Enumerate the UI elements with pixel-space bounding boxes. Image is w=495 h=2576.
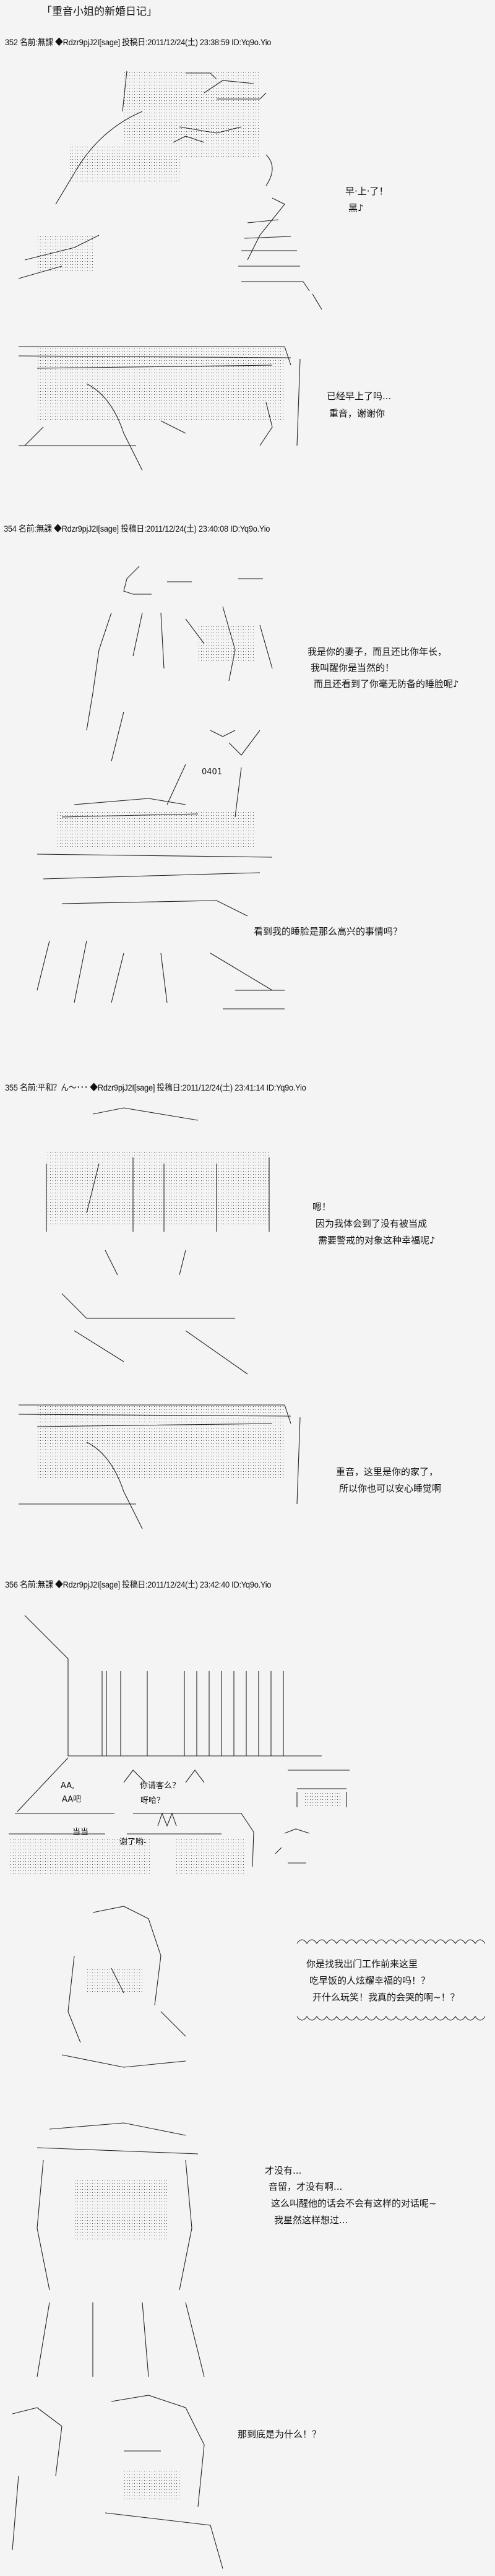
speech-line: 才没有... [265,2165,302,2176]
post-header-352: 352 名前:無課 ◆Rdzr9pjJ2I[sage] 投稿日:2011/12/… [5,37,272,47]
speech-line: 你是找我出门工作前来这里 [306,1958,418,1969]
art-kasane-thinking [37,2122,205,2377]
speech-line: 而且还看到了你毫无防备的睡脸呢♪ [314,678,459,689]
art-close-face [37,798,285,1009]
speech-bubble-bottom-edge [296,2016,486,2021]
speech-line: 开什么玩笑！我真的会哭的啊~！？ [312,1992,460,2003]
speech-line: 已经早上了吗... [327,391,392,402]
speech-line: 需要警戒的对象这种幸福呢♪ [318,1235,436,1246]
scene-text: 当当 [72,1828,89,1837]
art-two-characters [12,2395,223,2569]
post-header-355: 355 名前:平和？ん～･･･ ◆Rdzr9pjJ2I[sage] 投稿日:20… [5,1083,306,1092]
art-kasane-happy [46,1107,270,1375]
speech-line: 所以你也可以安心睡觉啊 [339,1483,442,1494]
speech-line: 重音，这里是你的家了， [336,1466,439,1477]
speech-line: 我星然这样想过... [274,2215,348,2226]
art-lying-down [18,346,301,471]
scene-text: 谢了哟- [119,1838,147,1847]
speech-line: 黑♪ [348,202,364,214]
scene-text: 你请客么？ [140,1781,181,1791]
speech-line: 早·上·了！ [345,186,389,197]
speech-line: 看到我的睡脸是那么高兴的事情吗？ [254,926,403,937]
scene-text: 呀哈？ [140,1796,165,1805]
art-friend-crying [61,1906,486,2068]
scene-text: AA吧 [62,1795,82,1804]
post-header-354: 354 名前:無課 ◆Rdzr9pjJ2I[sage] 投稿日:2011/12/… [4,524,270,534]
art-kasane-smiling [86,566,273,818]
art-shop-scene [9,1615,350,1874]
speech-line: 吃早饭的人炫耀幸福的吗！？ [309,1975,431,1986]
speech-bubble-top-edge [296,1939,486,1944]
art-number-label: 0401 [202,767,223,777]
speech-line: 那到底是为什么！？ [238,2429,322,2440]
speech-line: 因为我体会到了没有被当成 [316,1218,428,1229]
art-lying-down-2 [18,1404,301,1529]
speech-line: 我是你的妻子，而且还比你年长， [308,646,447,657]
speech-line: 嗯！ [312,1201,332,1212]
page-title: 「重音小姐的新婚日记」 [41,6,157,18]
speech-line: 我叫醒你是当然的！ [311,662,395,673]
scene-text: AA, [61,1781,75,1791]
art-kasane-waking [18,71,322,310]
post-header-356: 356 名前:無課 ◆Rdzr9pjJ2I[sage] 投稿日:2011/12/… [5,1580,272,1589]
speech-line: 音留，才没有啊... [269,2181,343,2192]
speech-line: 重音，谢谢你 [329,408,385,419]
speech-line: 这么叫醒他的话会不会有这样的对话呢~ [271,2198,437,2209]
